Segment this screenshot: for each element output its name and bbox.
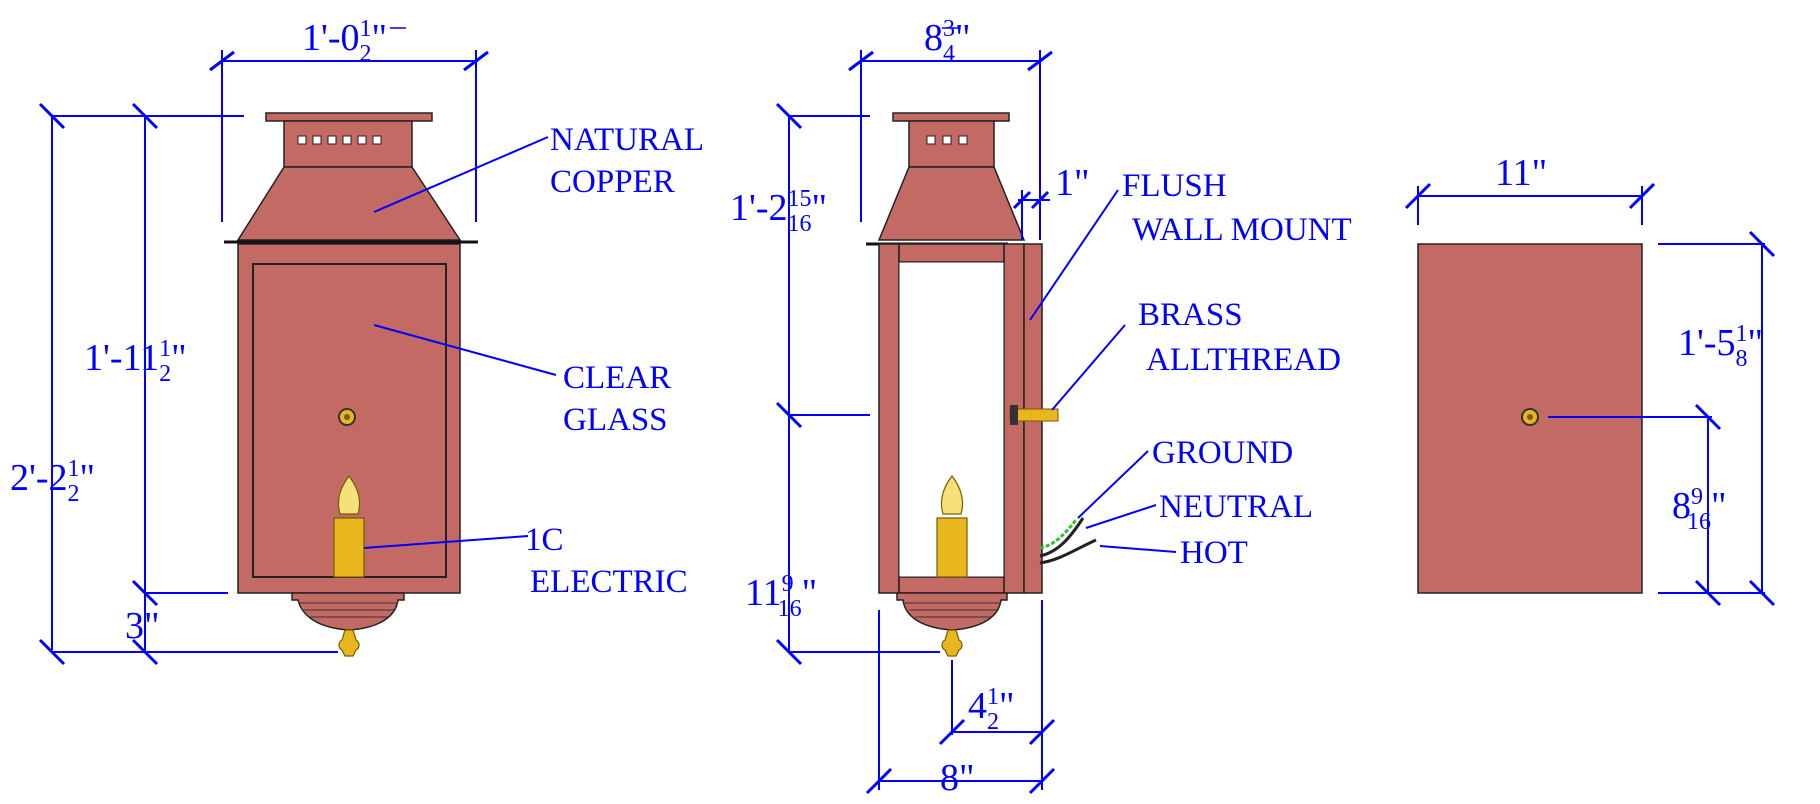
label-glass: GLASS <box>563 402 668 438</box>
vent-holes <box>297 135 382 145</box>
neutral-wire <box>1039 517 1085 558</box>
side-candle <box>936 517 968 578</box>
front-bottom-bowl <box>291 592 405 631</box>
side-flame-bulb <box>940 474 964 515</box>
front-candle <box>333 517 365 578</box>
label-neutral: NEUTRAL <box>1159 489 1313 525</box>
label-hot: HOT <box>1180 535 1248 571</box>
dim-side-bottom-width: 8" <box>940 757 975 799</box>
label-brass: BRASS <box>1138 297 1243 333</box>
side-bottom-bowl <box>896 592 1008 631</box>
label-electric: ELECTRIC <box>530 564 688 600</box>
label-clear: CLEAR <box>563 360 671 396</box>
label-wall-mount: WALL MOUNT <box>1132 212 1352 248</box>
label-1c: 1C <box>525 522 564 558</box>
side-left-post <box>878 243 900 594</box>
dim-side-mount-depth: 1" <box>1055 162 1090 204</box>
hot-wire <box>1039 538 1097 565</box>
side-hood <box>877 166 1026 241</box>
ground-wire <box>1039 519 1078 550</box>
label-allthread: ALLTHREAD <box>1146 342 1341 378</box>
dim-front-bottom: 3" <box>125 605 160 647</box>
side-finial <box>941 629 963 657</box>
side-cap-top <box>892 112 1010 122</box>
front-finial <box>338 629 360 657</box>
dim-back-width: 11" <box>1495 152 1547 194</box>
label-ground: GROUND <box>1152 435 1293 471</box>
front-flame-bulb <box>337 474 361 515</box>
front-hood <box>236 166 462 241</box>
label-copper: COPPER <box>550 164 675 200</box>
side-vent-holes <box>926 135 968 145</box>
label-natural: NATURAL <box>550 122 704 158</box>
front-cap-top <box>265 112 433 122</box>
label-flush: FLUSH <box>1122 168 1227 204</box>
